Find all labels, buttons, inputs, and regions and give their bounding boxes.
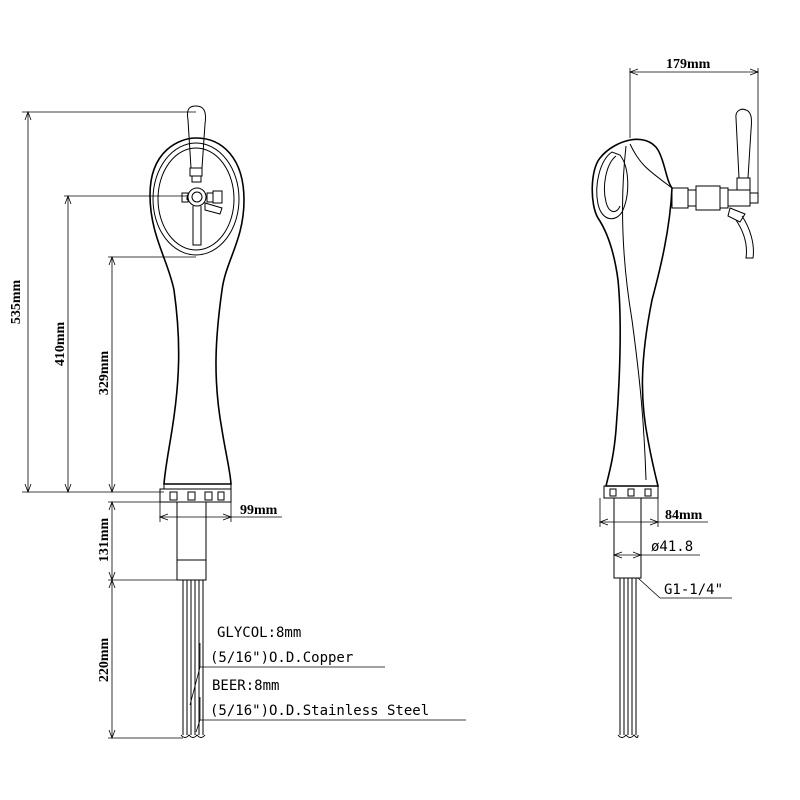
- front-tap-handle: [187, 105, 206, 169]
- dim-220: 220mm: [97, 638, 112, 683]
- line-notes: [189, 643, 466, 733]
- side-head-shield: [596, 151, 629, 220]
- dim-84: 84mm: [665, 508, 703, 523]
- side-faucet-body: [671, 187, 689, 209]
- dim-131: 131mm: [97, 518, 112, 563]
- note-beer-size: BEER:8mm: [212, 678, 279, 694]
- front-view: [149, 105, 245, 738]
- dim-410: 410mm: [53, 322, 68, 367]
- dim-99: 99mm: [240, 503, 278, 518]
- front-head-ring: [152, 142, 240, 256]
- front-tower-body: [149, 137, 245, 485]
- front-dimensions: [22, 110, 282, 740]
- dim-329: 329mm: [97, 351, 112, 396]
- side-spout: [727, 207, 746, 223]
- note-glycol-material: (5/16")O.D.Copper: [210, 650, 353, 666]
- dim-41-8: ø41.8: [651, 539, 693, 555]
- side-tap-handle: [735, 108, 752, 179]
- front-shank: [176, 501, 207, 581]
- front-spout: [192, 206, 202, 246]
- dim-thread: G1-1/4": [664, 582, 723, 598]
- side-shank: [613, 497, 642, 579]
- side-dimensions: [598, 68, 760, 599]
- note-glycol-size: GLYCOL:8mm: [217, 625, 301, 641]
- front-faucet-nut: [187, 187, 207, 207]
- dim-535: 535mm: [9, 280, 24, 325]
- side-view: [591, 108, 759, 738]
- dim-179: 179mm: [666, 57, 711, 72]
- note-beer-material: (5/16")O.D.Stainless Steel: [210, 703, 429, 719]
